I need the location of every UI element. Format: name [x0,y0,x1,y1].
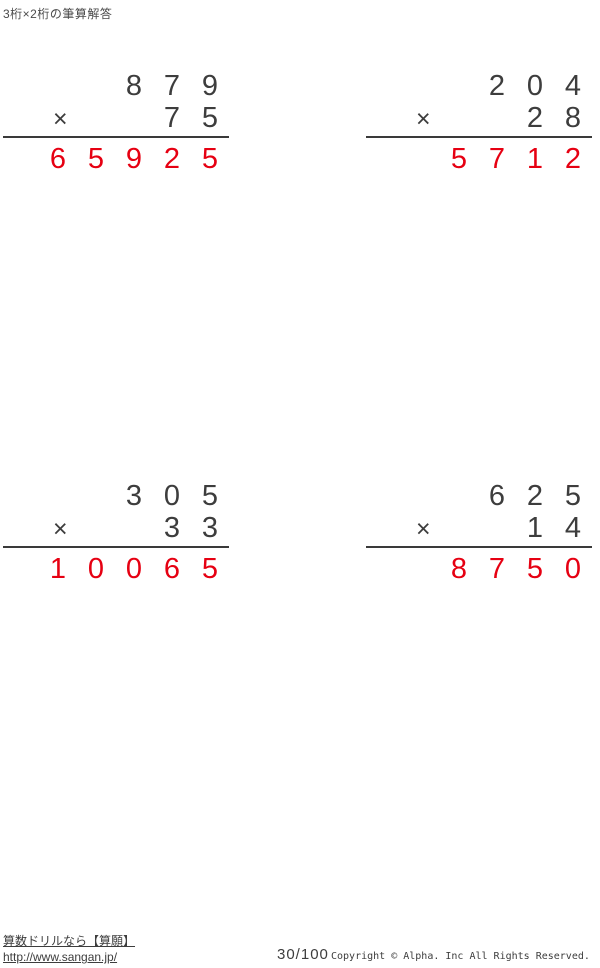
digit: 2 [163,143,181,175]
digit: 4 [564,70,582,102]
digit: 1 [49,553,67,585]
digit: 2 [526,480,544,512]
digit: 0 [163,480,181,512]
copyright-text: Copyright © Alpha. Inc All Rights Reserv… [331,951,590,962]
digit: 8 [125,70,143,102]
digit: 2 [526,102,544,134]
digit: 5 [87,143,105,175]
multiply-sign: × [416,105,431,133]
multiply-sign: × [53,515,68,543]
digit: 3 [163,512,181,544]
site-name-link[interactable]: 算数ドリルなら【算願】 [3,934,136,948]
digit: 2 [488,70,506,102]
digit: 0 [87,553,105,585]
digit: 7 [163,70,181,102]
digit: 6 [488,480,506,512]
digit: 6 [163,553,181,585]
digit: 7 [163,102,181,134]
digit: 5 [201,480,219,512]
digit: 5 [201,102,219,134]
digit: 7 [488,143,506,175]
page-title: 3桁×2桁の筆算解答 [3,7,113,21]
digit: 0 [526,70,544,102]
multiply-sign: × [416,515,431,543]
digit: 4 [564,512,582,544]
vinculum-line [3,546,229,548]
vinculum-line [366,546,592,548]
multiply-sign: × [53,105,68,133]
digit: 5 [564,480,582,512]
digit: 5 [526,553,544,585]
digit: 6 [49,143,67,175]
site-url-link[interactable]: http://www.sangan.jp/ [3,950,118,964]
page-number: 30/100 [277,946,329,963]
digit: 5 [450,143,468,175]
digit: 8 [564,102,582,134]
digit: 0 [564,553,582,585]
vinculum-line [366,136,592,138]
digit: 1 [526,143,544,175]
footer-links: 算数ドリルなら【算願】 http://www.sangan.jp/ [3,934,135,965]
digit: 0 [125,553,143,585]
digit: 9 [201,70,219,102]
digit: 9 [125,143,143,175]
digit: 2 [564,143,582,175]
digit: 8 [450,553,468,585]
digit: 5 [201,553,219,585]
vinculum-line [3,136,229,138]
digit: 1 [526,512,544,544]
digit: 7 [488,553,506,585]
digit: 5 [201,143,219,175]
digit: 3 [125,480,143,512]
digit: 3 [201,512,219,544]
